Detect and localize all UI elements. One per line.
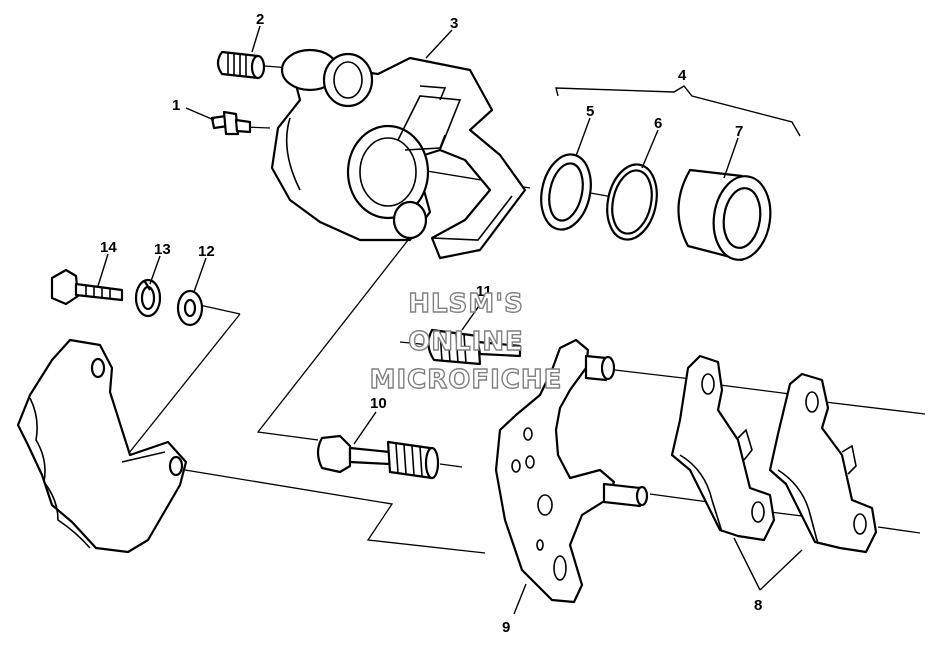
callout-13: 13 xyxy=(154,241,171,258)
part-1-bleeder-screw xyxy=(210,110,252,136)
callout-10: 10 xyxy=(370,395,387,412)
lower-axis-right xyxy=(877,526,921,534)
caliper-to-pin-line xyxy=(256,211,431,441)
watermark-line-2: ONLINE xyxy=(408,327,524,357)
callout-9: 9 xyxy=(502,619,510,636)
callout-12: 12 xyxy=(198,243,215,260)
part-8-brake-pad-left xyxy=(670,354,776,542)
part-9-pad-holder xyxy=(494,338,649,604)
callout-4: 4 xyxy=(678,67,687,84)
callout-11: 11 xyxy=(476,283,492,300)
part-14-bolt xyxy=(50,268,124,306)
part-10-slide-pin xyxy=(316,434,440,480)
part-8-brake-pad-right xyxy=(768,372,878,554)
watermark-line-1: HLSM'S xyxy=(408,289,524,319)
part-12-flat-washer xyxy=(176,289,204,327)
callout-14: 14 xyxy=(100,239,117,256)
callout-labels: 2 1 3 4 5 6 7 14 13 12 11 10 9 8 xyxy=(100,11,762,636)
leader-lines xyxy=(97,25,803,615)
upper-pin-axis-left xyxy=(399,341,431,346)
watermark-line-3: MICROFICHE xyxy=(370,365,563,395)
pin-axis-line xyxy=(439,463,463,468)
callout-6: 6 xyxy=(654,115,662,132)
callout-3: 3 xyxy=(450,15,458,32)
part-5-seal xyxy=(540,153,592,231)
callout-2: 2 xyxy=(256,11,264,28)
bolt-offset-line xyxy=(124,313,241,459)
callout-5: 5 xyxy=(586,103,594,120)
mounting-bracket xyxy=(16,338,188,554)
upper-axis-right xyxy=(824,401,926,415)
callout-1: 1 xyxy=(172,97,180,114)
part-7-piston xyxy=(677,168,772,262)
part-2-threaded-plug xyxy=(216,50,266,80)
part-11-slide-pin xyxy=(427,328,522,366)
upper-axis-pad xyxy=(719,384,791,395)
callout-8: 8 xyxy=(754,597,762,614)
part-13-lock-washer xyxy=(134,278,162,318)
watermark: HLSM'S ONLINE MICROFICHE xyxy=(369,288,563,395)
bracket-axis-line xyxy=(184,469,486,554)
part-6-seal xyxy=(606,163,658,241)
part-3-caliper-body xyxy=(270,48,527,260)
callout-7: 7 xyxy=(735,123,743,140)
